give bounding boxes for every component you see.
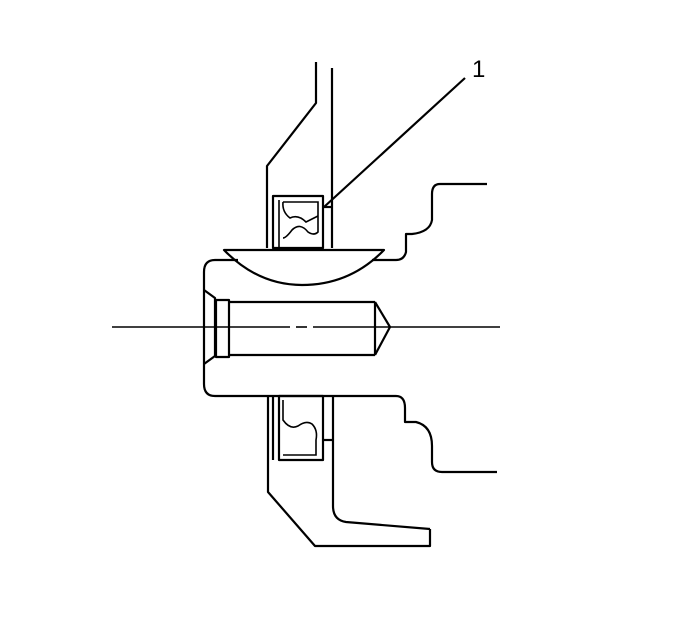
- installer-dome: [222, 248, 386, 287]
- callout-1-label: 1: [472, 56, 486, 83]
- lower-seal: [266, 394, 335, 506]
- lower-right-housing: [403, 408, 497, 474]
- callout-1-leader: [323, 77, 466, 208]
- upper-housing: [265, 62, 334, 248]
- upper-seal: [271, 194, 332, 250]
- shaft-bolt: [214, 298, 392, 359]
- lower-housing: [266, 460, 432, 548]
- upper-right-housing: [372, 182, 487, 262]
